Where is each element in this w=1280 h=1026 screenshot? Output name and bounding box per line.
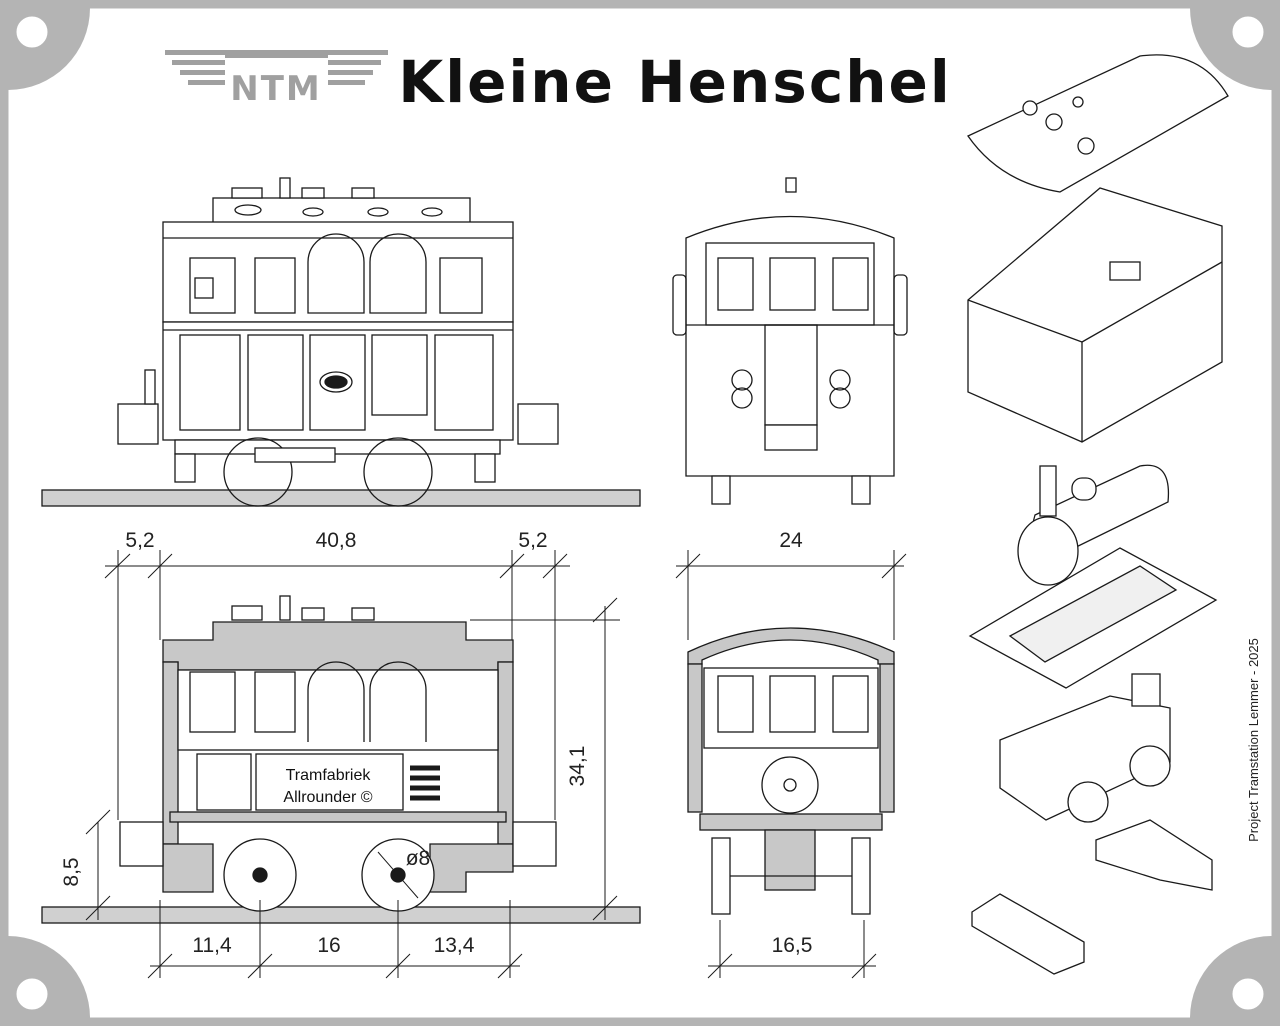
stamp-line-2: Allrounder ©: [283, 789, 372, 806]
dim-top-right: 5,2: [518, 529, 547, 552]
stamp-line-1: Tramfabriek: [286, 767, 372, 784]
dim-wheel-diameter: ø8: [406, 847, 431, 870]
dimension-lines: [85, 550, 907, 979]
end-view-elevation: [672, 177, 908, 505]
side-section: [41, 595, 641, 924]
page-title: Kleine Henschel: [398, 48, 951, 116]
dimension-labels: 5,2 40,8 5,2 34,1 8,5 11,4 16 13,4 ø8 24…: [60, 529, 812, 957]
exploded-parts: [967, 54, 1229, 975]
side-view-elevation: [41, 177, 641, 507]
dim-bottom-left: 11,4: [192, 934, 232, 957]
dim-end-width-bottom: 16,5: [772, 934, 813, 957]
dim-height-total: 34,1: [566, 746, 589, 787]
dim-top-mid: 40,8: [316, 529, 357, 552]
logo-text: NTM: [230, 69, 321, 109]
dim-height-buffer: 8,5: [60, 857, 83, 886]
ntm-logo: NTM: [165, 50, 388, 109]
dim-bottom-mid: 16: [317, 934, 340, 957]
project-credit: Project Tramstation Lemmer - 2025: [1246, 638, 1261, 842]
dim-top-left: 5,2: [125, 529, 154, 552]
dim-bottom-right: 13,4: [434, 934, 475, 957]
end-section: [687, 627, 895, 915]
dim-end-width-top: 24: [779, 529, 803, 552]
